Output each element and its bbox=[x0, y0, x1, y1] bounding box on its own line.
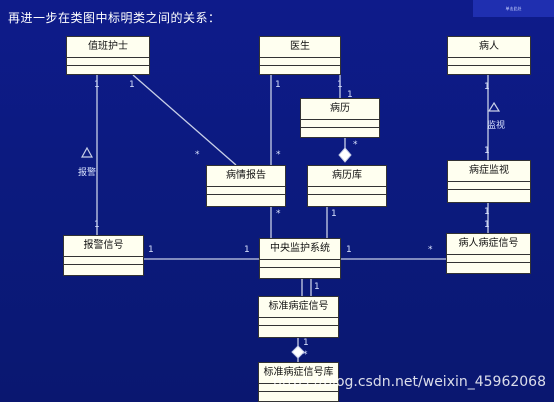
multiplicity: 1 bbox=[129, 80, 135, 90]
class-name: 报警信号 bbox=[64, 236, 143, 257]
direction-triangle-monitor bbox=[487, 101, 501, 112]
aggregation-diamond-recordlib bbox=[338, 147, 352, 163]
multiplicity: 1 bbox=[484, 220, 490, 230]
multiplicity: * bbox=[303, 350, 308, 360]
class-doctor[interactable]: 医生 bbox=[259, 36, 341, 75]
class-name: 病症监视 bbox=[448, 161, 530, 182]
multiplicity: 1 bbox=[94, 80, 100, 90]
class-name: 病历库 bbox=[308, 166, 386, 187]
multiplicity: 1 bbox=[347, 90, 353, 100]
class-name: 病情报告 bbox=[207, 166, 285, 187]
class-name: 值班护士 bbox=[67, 37, 149, 58]
class-nurse[interactable]: 值班护士 bbox=[66, 36, 150, 75]
multiplicity: 1 bbox=[337, 80, 343, 90]
multiplicity: 1 bbox=[484, 82, 490, 92]
page-title: 再进一步在类图中标明类之间的关系： bbox=[8, 11, 221, 25]
class-name: 病人病症信号 bbox=[447, 234, 530, 255]
class-name: 标准病症信号 bbox=[259, 297, 338, 318]
label-monitor-relation: 监视 bbox=[487, 121, 506, 131]
class-std-lib[interactable]: 标准病症信号库 bbox=[258, 362, 339, 402]
class-record[interactable]: 病历 bbox=[300, 98, 380, 138]
multiplicity: 1 bbox=[484, 146, 490, 156]
multiplicity: * bbox=[195, 150, 200, 160]
class-center[interactable]: 中央监护系统 bbox=[259, 238, 341, 279]
multiplicity: * bbox=[428, 245, 433, 255]
multiplicity: 1 bbox=[94, 220, 100, 230]
class-std-signal[interactable]: 标准病症信号 bbox=[258, 296, 339, 338]
direction-triangle-alarm bbox=[80, 146, 94, 158]
multiplicity: 1 bbox=[314, 282, 320, 292]
class-patient-signal[interactable]: 病人病症信号 bbox=[446, 233, 531, 274]
class-alarm[interactable]: 报警信号 bbox=[63, 235, 144, 276]
class-recordlib[interactable]: 病历库 bbox=[307, 165, 387, 207]
class-symptom-monitor[interactable]: 病症监视 bbox=[447, 160, 531, 203]
multiplicity: 1 bbox=[303, 338, 309, 348]
multiplicity: * bbox=[276, 209, 281, 219]
class-patient[interactable]: 病人 bbox=[447, 36, 531, 75]
label-alarm-relation: 报警 bbox=[78, 168, 97, 178]
class-name: 病历 bbox=[301, 99, 379, 120]
line-nurse-report bbox=[132, 74, 237, 166]
multiplicity: 1 bbox=[275, 80, 281, 90]
watermark: https://blog.csdn.net/weixin_45962068 bbox=[272, 374, 546, 390]
class-report[interactable]: 病情报告 bbox=[206, 165, 286, 207]
multiplicity: 1 bbox=[346, 245, 352, 255]
aggregation-diamond-stdlib bbox=[291, 345, 305, 359]
class-name: 病人 bbox=[448, 37, 530, 58]
corner-placeholder[interactable]: 单击此处 bbox=[473, 0, 554, 17]
multiplicity: * bbox=[353, 140, 358, 150]
class-name: 标准病症信号库 bbox=[259, 363, 338, 384]
multiplicity: 1 bbox=[484, 207, 490, 217]
multiplicity: 1 bbox=[244, 245, 250, 255]
multiplicity: 1 bbox=[148, 245, 154, 255]
class-name: 医生 bbox=[260, 37, 340, 58]
class-name: 中央监护系统 bbox=[260, 239, 340, 260]
multiplicity: * bbox=[276, 150, 281, 160]
multiplicity: 1 bbox=[331, 209, 337, 219]
